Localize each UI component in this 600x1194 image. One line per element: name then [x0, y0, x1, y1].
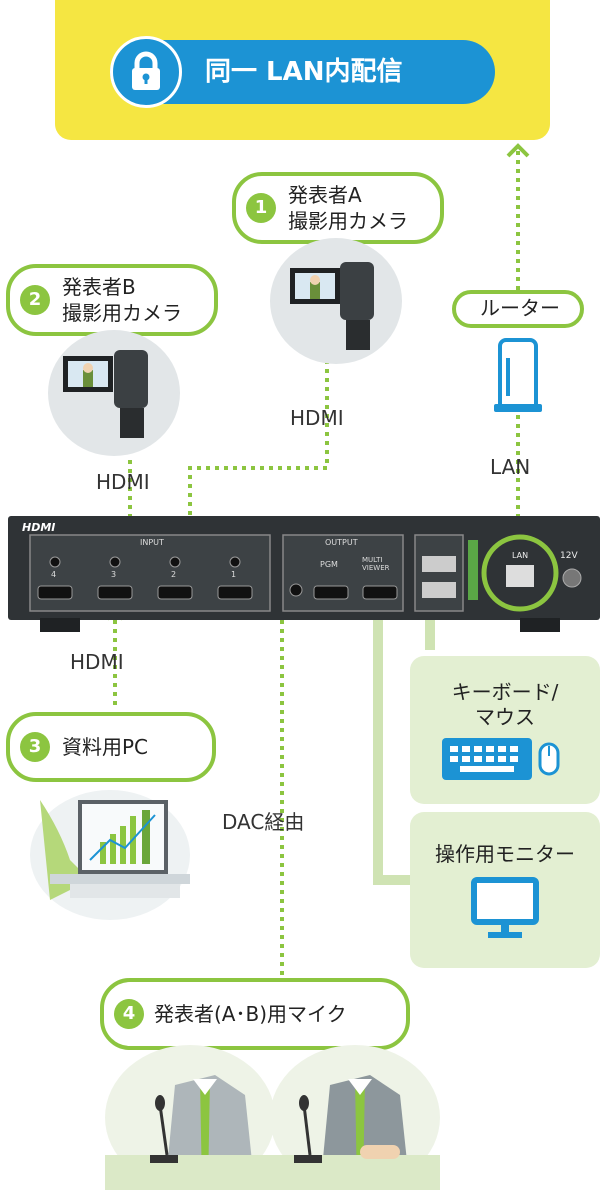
lock-icon: [132, 51, 160, 90]
router-label-pill: [452, 290, 584, 328]
hdmi-a-label: HDMI: [290, 406, 344, 430]
input-number-2: 2: [171, 570, 177, 579]
microphone-icon: [105, 1075, 275, 1190]
camera-icon: [63, 350, 148, 438]
mic-number: 4: [114, 999, 144, 1029]
keyboard-icon: [442, 738, 560, 780]
presenter-a-line2: 撮影用カメラ: [288, 209, 408, 233]
presenter-b-mic-illustration: [270, 1045, 440, 1190]
presenter-a-number: 1: [246, 193, 276, 223]
router-icon: [494, 338, 542, 412]
output-group-label: OUTPUT: [325, 538, 358, 547]
mic-label-pill: [100, 978, 410, 1050]
monitor-connector: [373, 610, 420, 885]
multi-viewer-label: MULTI VIEWER: [362, 556, 390, 572]
input-number-1: 1: [231, 570, 237, 579]
power-label: 12V: [560, 551, 578, 561]
keyboard-line2: マウス: [475, 705, 535, 729]
microphone-icon: [270, 1075, 440, 1190]
pgm-label: PGM: [320, 560, 338, 569]
hdmi-b-label: HDMI: [96, 470, 150, 494]
presenter-b-number: 2: [20, 285, 50, 315]
router-label: ルーター: [480, 296, 560, 320]
camera-icon: [290, 262, 374, 350]
lan-port-label: LAN: [512, 551, 529, 560]
pc-illustration: [30, 790, 190, 920]
input-group-label: INPUT: [140, 538, 164, 547]
lan-label: LAN: [490, 455, 531, 479]
laptop-icon: [40, 800, 190, 900]
monitor-icon: [471, 877, 539, 938]
keyboard-line1: キーボード/: [451, 680, 559, 704]
mic-label: 発表者(A･B)用マイク: [154, 1002, 347, 1026]
presenter-b-line1: 発表者B: [62, 275, 136, 299]
input-number-3: 3: [111, 570, 117, 579]
input-number-4: 4: [51, 570, 57, 579]
camera-b-illustration: [48, 330, 180, 456]
presenter-b-line2: 撮影用カメラ: [62, 301, 182, 325]
hdmi-pc-label: HDMI: [70, 650, 124, 674]
presenter-a-mic-illustration: [105, 1045, 275, 1190]
camera-a-illustration: [270, 238, 402, 364]
presenter-a-line1: 発表者A: [288, 183, 362, 207]
banner-text: 同一 LAN内配信: [205, 57, 403, 87]
pc-number: 3: [20, 732, 50, 762]
monitor-label: 操作用モニター: [435, 842, 575, 866]
lock-badge: [110, 36, 182, 108]
uplink-arrow: [506, 143, 530, 158]
pc-label: 資料用PC: [62, 735, 149, 759]
device-brand: HDMI: [22, 521, 56, 534]
dac-label: DAC経由: [222, 810, 305, 834]
